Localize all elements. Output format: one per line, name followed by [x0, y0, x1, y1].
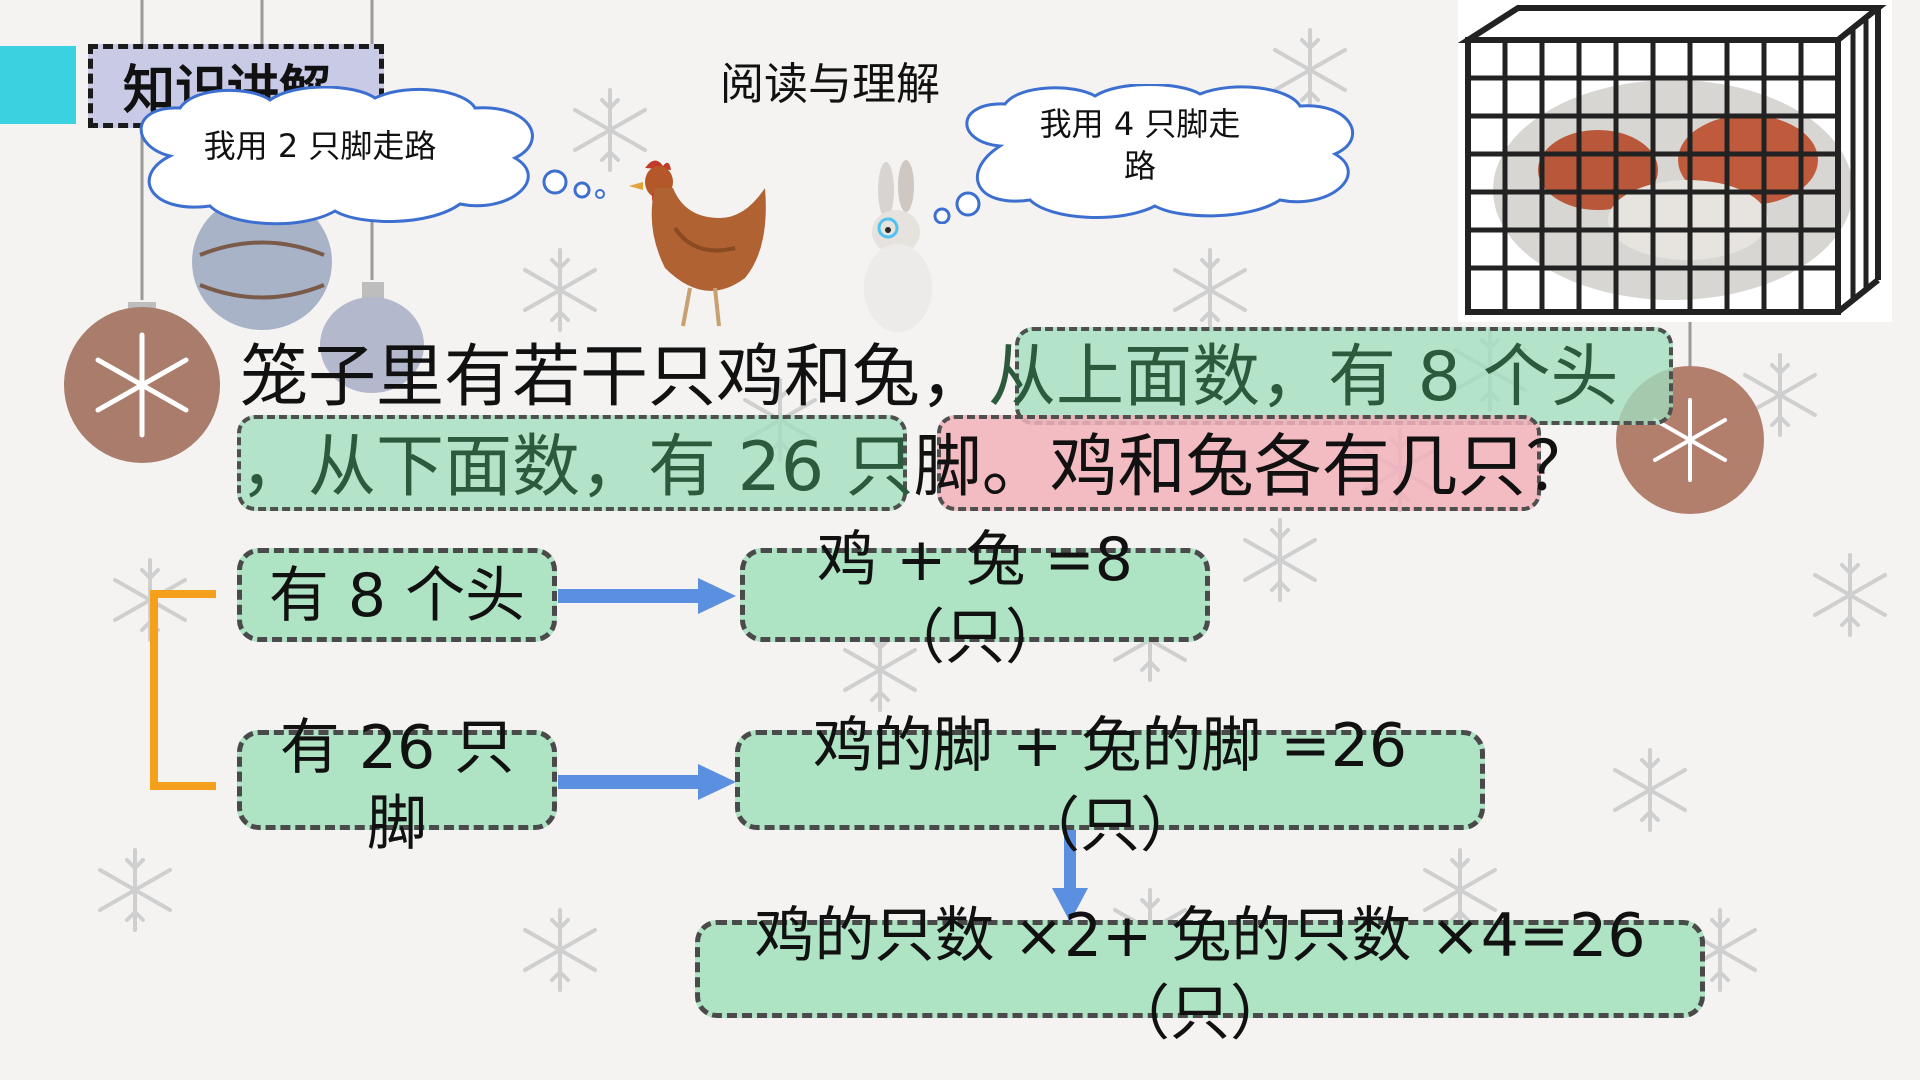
rabbit-thought-cloud	[933, 84, 1355, 224]
rabbit-thought-text-line1: 我用 4 只脚走	[1039, 105, 1241, 143]
arrow-right-icon	[558, 764, 736, 800]
problem-question-mark: ？	[1525, 428, 1594, 507]
ornament-small-blue	[320, 282, 424, 393]
ornament-brown	[64, 302, 220, 463]
problem-line-1: 笼子里有若干只鸡和兔，从上面数，有 8 个头	[240, 338, 1619, 418]
equation-2-line1: 鸡的脚 + 兔的脚 =26	[812, 711, 1408, 781]
problem-question-text: 脚。鸡和兔各有几只	[913, 428, 1526, 507]
problem-line-2: ，从下面数，有 26 只脚。鸡和兔各有几只？	[240, 428, 1594, 508]
page-title: 阅读与理解	[720, 59, 940, 110]
heads-box	[237, 548, 557, 642]
heads-label: 有 8 个头	[268, 561, 526, 631]
equation-3-line1: 鸡的只数 ×2+ 兔的只数 ×4=26	[754, 901, 1646, 971]
chicken-icon	[629, 160, 766, 327]
problem-heads-text: 从上面数，有 8 个头	[988, 338, 1619, 417]
problem-legs-text: ，从下面数，有 26 只	[240, 428, 914, 507]
equation-1-box	[740, 548, 1210, 642]
equation-1-line1: 鸡 + 兔 =8	[817, 525, 1133, 595]
arrow-down-icon	[1052, 830, 1088, 922]
highlight-question	[937, 415, 1541, 511]
cage-icon	[1458, 0, 1892, 322]
legs-label-line2: 脚	[367, 789, 427, 859]
equation-3-line2: （只）	[1110, 979, 1290, 1049]
equation-3-box	[695, 920, 1705, 1018]
problem-prefix: 笼子里有若干只鸡和兔，	[240, 338, 989, 417]
rabbit-thought-text-line2: 路	[1123, 147, 1156, 185]
chicken-thought-text: 我用 2 只脚走路	[203, 127, 437, 165]
rabbit-icon	[864, 160, 932, 332]
equation-2-line2: （只）	[1020, 791, 1200, 861]
chicken-thought-cloud	[139, 86, 605, 226]
accent-block	[0, 46, 76, 124]
highlight-heads	[1015, 327, 1673, 425]
orange-bracket	[150, 590, 216, 790]
arrow-right-icon	[558, 578, 736, 614]
highlight-legs	[237, 415, 907, 511]
legs-box	[237, 730, 557, 830]
equation-1-line2: （只）	[885, 603, 1065, 673]
legs-label-line1: 有 26 只	[279, 713, 515, 783]
equation-2-box	[735, 730, 1485, 830]
